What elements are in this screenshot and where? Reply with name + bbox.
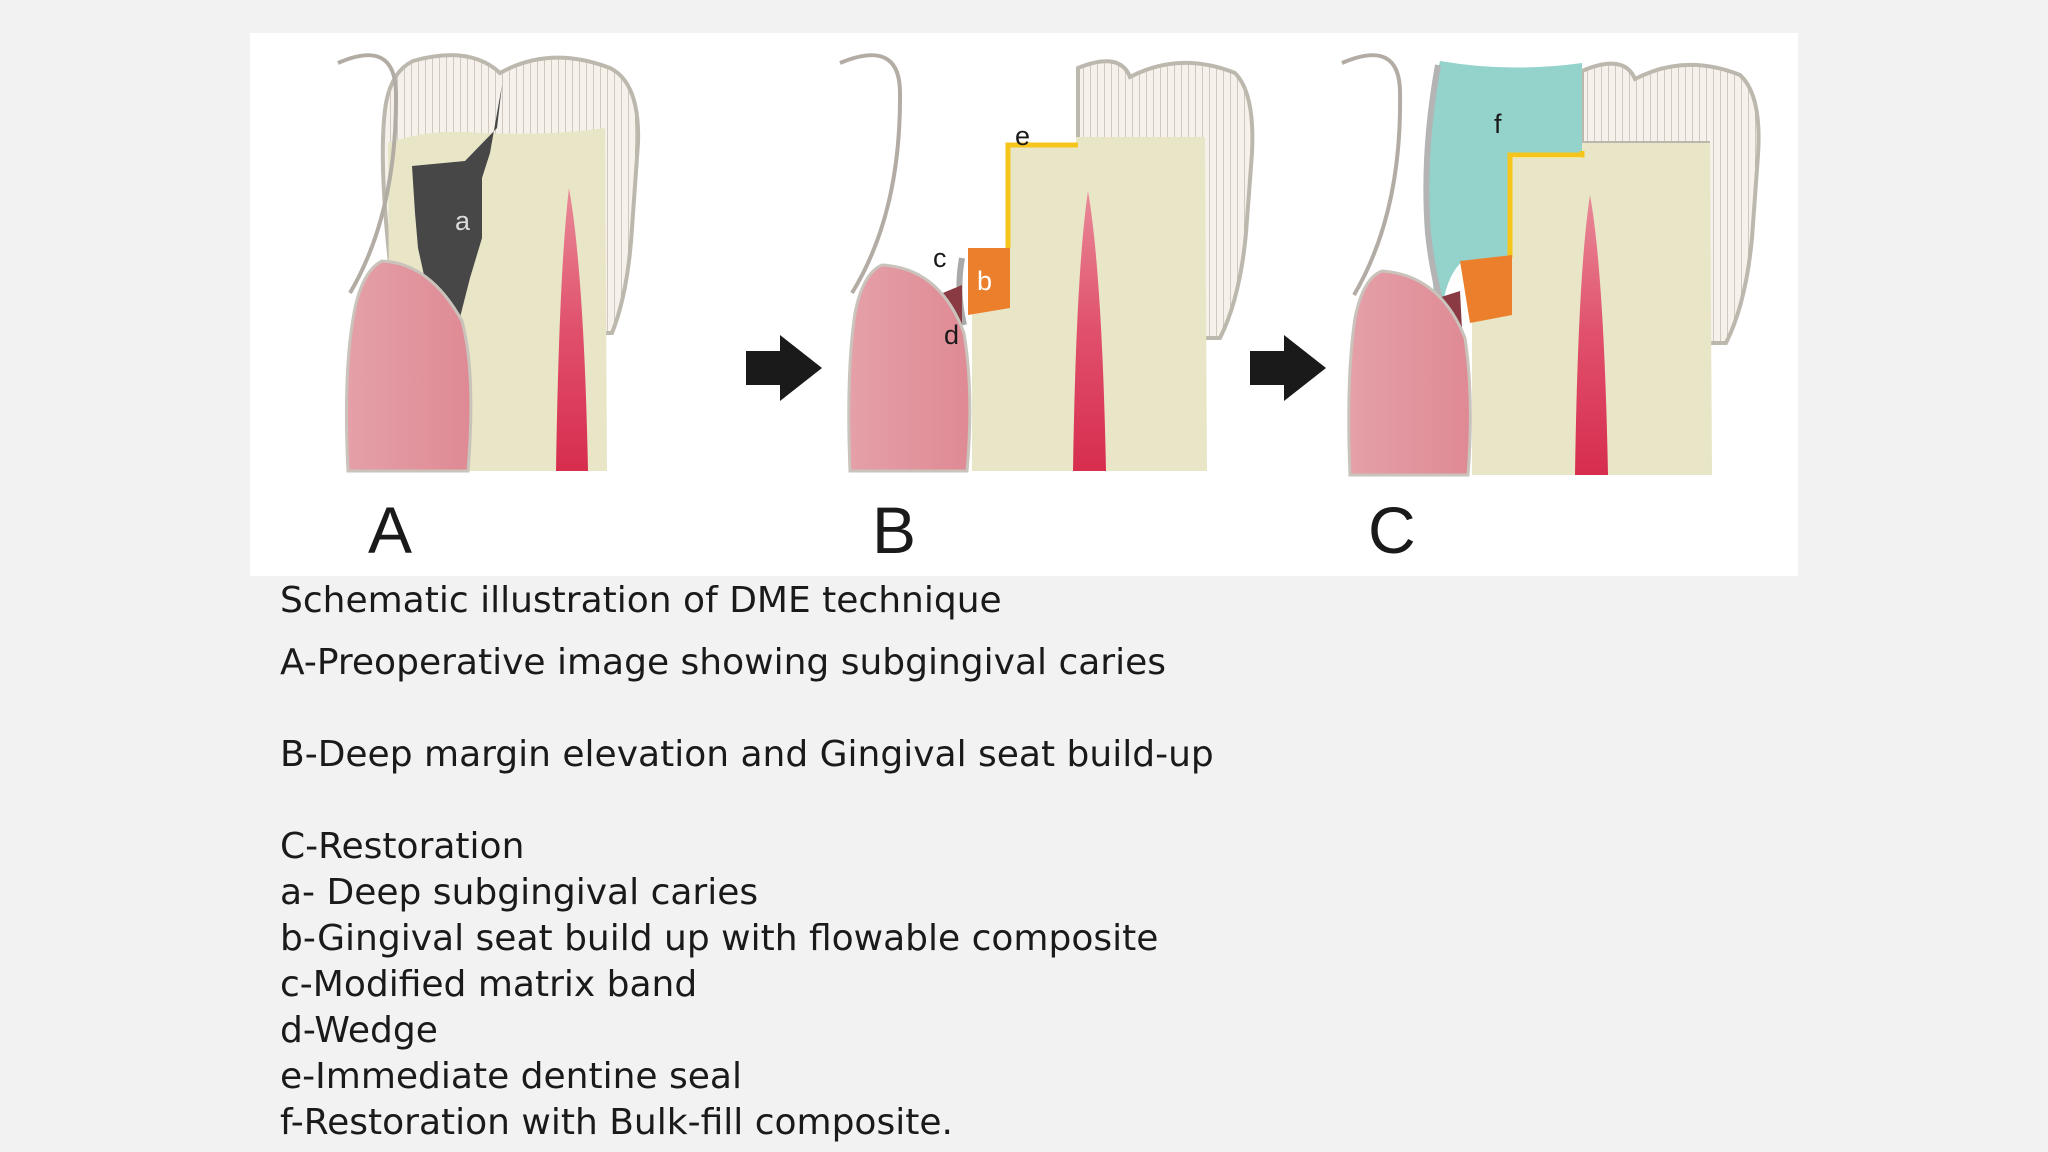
dme-diagram: a A b c d e B (337, 53, 1761, 567)
part-label-a: a (455, 206, 471, 236)
root-outline (337, 53, 399, 295)
arrow-b-to-c-icon (1250, 335, 1326, 401)
gingival-build-up-b (968, 248, 1010, 315)
pulp (1575, 195, 1608, 475)
panel-c-restoration: f C (1341, 53, 1761, 567)
panel-a-preoperative: a A (337, 53, 641, 567)
legend-item-e: e-Immediate dentine seal (280, 1056, 742, 1097)
panel-label-b: B (872, 493, 916, 567)
legend-item-f: f-Restoration with Bulk-fill composite. (280, 1102, 953, 1143)
part-label-d: d (944, 320, 959, 350)
legend-item-c: c-Modified matrix band (280, 964, 698, 1005)
dentine-seal (1507, 151, 1585, 258)
arrow-a-to-b-icon (746, 335, 822, 401)
dentine-seal-e (1005, 142, 1078, 248)
dme-figure: a A b c d e B (250, 33, 1798, 576)
matrix-band (1423, 64, 1449, 324)
enamel-crown (1580, 61, 1761, 345)
gum-c (1347, 269, 1472, 477)
legend-item-b: b-Gingival seat build up with flowable c… (280, 918, 1159, 959)
part-label-b: b (977, 266, 992, 296)
panel-b-dme: b c d e B (839, 53, 1255, 567)
enamel-crown (1076, 59, 1255, 340)
panel-label-c: C (1368, 493, 1416, 567)
root-outline (1341, 53, 1403, 297)
part-label-c: c (933, 243, 947, 273)
restoration-f (1428, 61, 1582, 333)
gum-a (344, 259, 473, 473)
legend-item-d: d-Wedge (280, 1010, 438, 1051)
gingival-build-up (1460, 255, 1512, 323)
figure-caption: Schematic illustration of DME technique … (280, 578, 1780, 1146)
gum-b (847, 263, 972, 473)
caption-line-b: B-Deep margin elevation and Gingival sea… (280, 734, 1214, 775)
panel-label-a: A (368, 493, 412, 567)
pulp (556, 188, 588, 471)
pulp (1073, 191, 1106, 471)
caries-a (412, 85, 502, 333)
caption-line-c: C-Restoration (280, 826, 525, 867)
part-label-e: e (1015, 121, 1030, 151)
root-outline (839, 53, 903, 295)
legend-item-a: a- Deep subgingival caries (280, 872, 759, 913)
part-label-f: f (1494, 109, 1502, 139)
caption-line-a: A-Preoperative image showing subgingival… (280, 642, 1167, 683)
caption-title: Schematic illustration of DME technique (280, 580, 1002, 621)
